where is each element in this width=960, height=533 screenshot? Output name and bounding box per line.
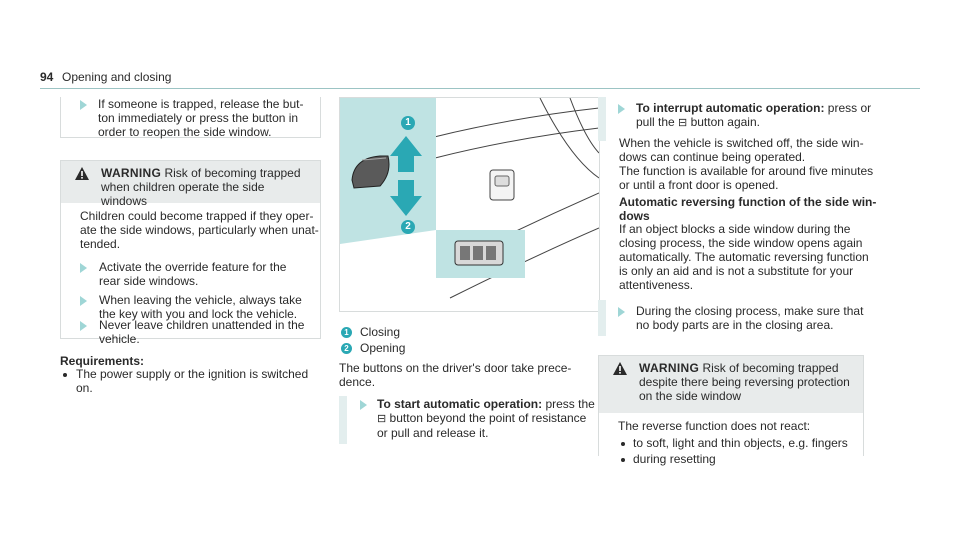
header-rule: [40, 88, 920, 89]
window-switch-diagram: 1 2: [339, 97, 600, 312]
section-title: Opening and closing: [62, 70, 172, 84]
step-sidebar: [598, 97, 606, 141]
requirements-label: Requirements:: [60, 354, 145, 368]
buttons-precedence-text: The buttons on the driver's door take pr…: [339, 361, 572, 389]
trapped-step-box: [60, 97, 321, 138]
switched-off-text: When the vehicle is switched off, the si…: [619, 136, 874, 192]
reverse-not-react-text: The reverse function does not react:: [618, 419, 811, 433]
step-arrow-icon: [80, 100, 87, 110]
warning-step-1: Activate the override feature for the re…: [99, 260, 287, 288]
bullet-dot: [63, 373, 67, 377]
step-arrow-icon: [360, 400, 367, 410]
step-arrow-icon: [618, 307, 625, 317]
trapped-step-text: If someone is trapped, release the but- …: [98, 97, 304, 139]
reversing-function-heading: Automatic reversing function of the side…: [619, 195, 877, 223]
page-number: 94: [40, 70, 54, 84]
step-sidebar: [339, 396, 347, 444]
warning-box-reversing: WARNING Risk of becoming trapped despite…: [598, 355, 864, 466]
caption-num-2: 2: [341, 343, 352, 354]
bullet-soft-objects: to soft, light and thin objects, e.g. fi…: [633, 436, 848, 450]
caption-num-1: 1: [341, 327, 352, 338]
warning-header: WARNING Risk of becoming trapped despite…: [599, 356, 863, 413]
step-arrow-icon: [80, 263, 87, 273]
caption-opening: Opening: [360, 341, 406, 355]
step-arrow-icon: [80, 321, 87, 331]
window-button-icon: ⊟: [678, 117, 688, 129]
step-arrow-icon: [80, 296, 87, 306]
warning-box-children: WARNING Risk of becoming trapped when ch…: [60, 160, 321, 346]
warning-title: WARNING Risk of becoming trapped despite…: [639, 361, 850, 403]
warning-body: Children could become trapped if they op…: [80, 209, 319, 251]
diagram-label-2: 2: [401, 220, 415, 234]
warning-title: WARNING Risk of becoming trapped when ch…: [101, 166, 301, 208]
start-automatic-step: To start automatic operation: press the …: [377, 397, 595, 440]
requirements-text: The power supply or the ignition is swit…: [76, 367, 309, 395]
door-illustration: [340, 98, 599, 311]
caption-closing: Closing: [360, 325, 401, 339]
interrupt-automatic-step: To interrupt automatic operation: press …: [636, 101, 872, 129]
warning-triangle-icon: [613, 362, 627, 375]
window-button-icon: ⊟: [377, 413, 387, 425]
bullet-dot: [621, 442, 625, 446]
warning-triangle-icon: [75, 167, 89, 180]
bullet-dot: [621, 458, 625, 462]
step-arrow-icon: [618, 104, 625, 114]
closing-area-step: During the closing process, make sure th…: [636, 304, 864, 332]
warning-step-2: When leaving the vehicle, always take th…: [99, 293, 302, 321]
warning-header: WARNING Risk of becoming trapped when ch…: [61, 161, 320, 208]
bullet-resetting: during resetting: [633, 452, 716, 466]
warning-step-3: Never leave children unattended in the v…: [99, 318, 305, 346]
step-sidebar: [598, 300, 606, 336]
diagram-label-1: 1: [401, 116, 415, 130]
reversing-function-text: If an object blocks a side window during…: [619, 222, 869, 292]
